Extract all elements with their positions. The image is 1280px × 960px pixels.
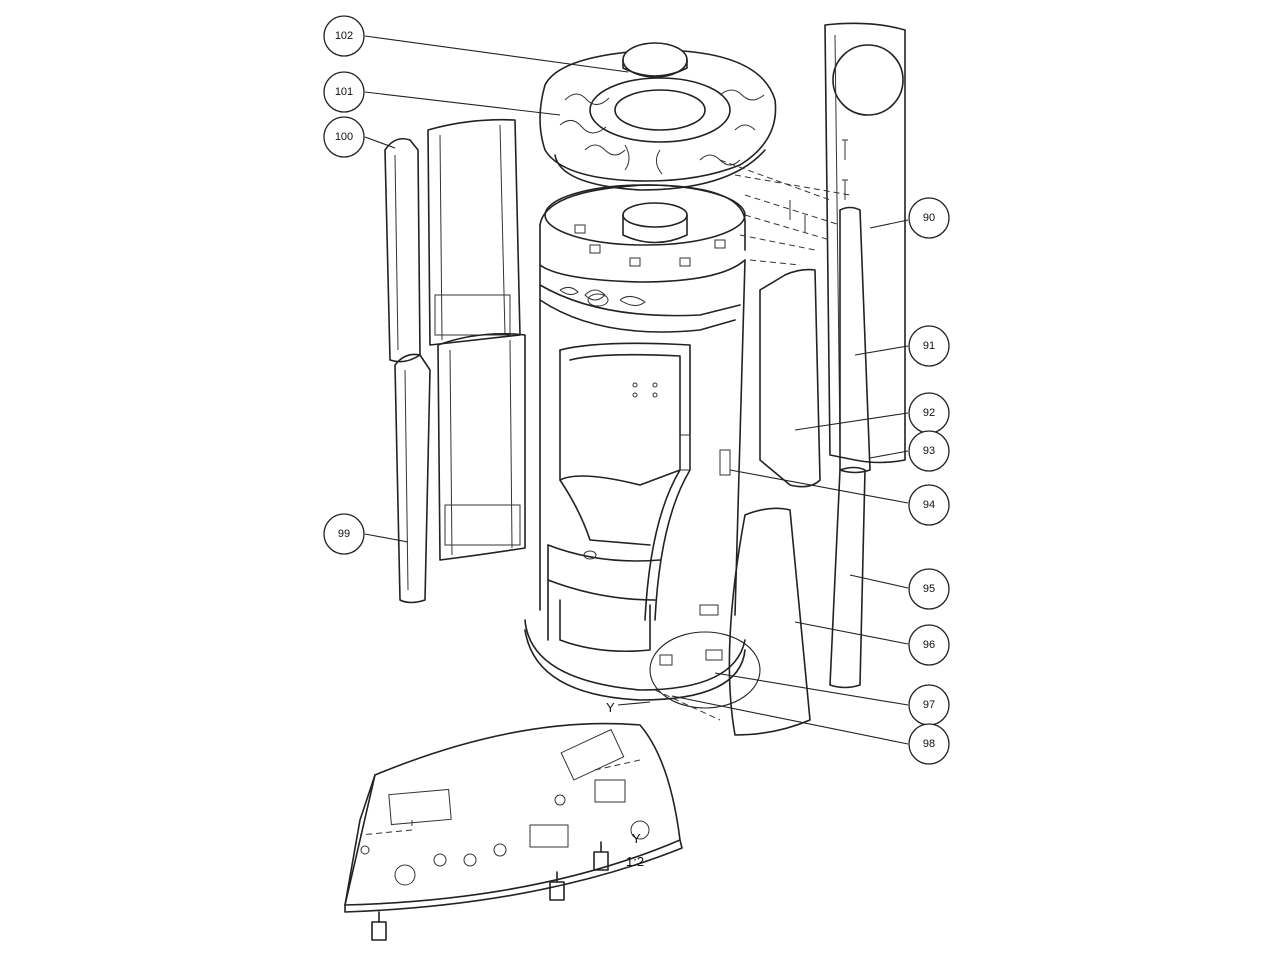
detail-marker-label: Y [606, 700, 615, 715]
assembly-dashed-lines [654, 159, 851, 721]
callout-leaders [364, 35, 909, 745]
detail-y-circle [617, 631, 761, 709]
left-inner-panel-top [427, 118, 521, 346]
right-lower-strip [829, 466, 866, 689]
detail-view-label: Y [632, 831, 641, 846]
callout-label: 100 [335, 131, 353, 143]
left-inner-panel-bottom [437, 332, 526, 561]
right-side-strip [839, 206, 871, 474]
left-outer-panel-bottom [394, 353, 431, 604]
callout-100: 100 [323, 116, 365, 158]
right-rear-panel [824, 22, 906, 464]
top-cover-plate [539, 49, 777, 191]
callout-102: 102 [323, 15, 365, 57]
screws [789, 139, 848, 232]
right-front-panel [728, 507, 811, 736]
callout-97: 97 [908, 684, 950, 726]
callout-label: 96 [923, 639, 935, 651]
door-hinge [679, 434, 731, 476]
right-middle-panel [759, 268, 821, 488]
callout-label: 102 [335, 30, 353, 42]
callout-92: 92 [908, 392, 950, 434]
callout-101: 101 [323, 71, 365, 113]
callout-label: 92 [923, 407, 935, 419]
callout-98: 98 [908, 723, 950, 765]
callout-91: 91 [908, 325, 950, 367]
stove-body [524, 184, 746, 701]
callout-label: 97 [923, 699, 935, 711]
callout-label: 90 [923, 212, 935, 224]
callout-label: 99 [338, 528, 350, 540]
callout-90: 90 [908, 197, 950, 239]
callout-99: 99 [323, 513, 365, 555]
callout-96: 96 [908, 624, 950, 666]
callout-label: 94 [923, 499, 935, 511]
callout-94: 94 [908, 484, 950, 526]
callout-label: 93 [923, 445, 935, 457]
adjustable-feet [371, 841, 609, 941]
detail-scale-label: 1:2 [626, 854, 644, 869]
top-lid [622, 42, 688, 78]
callout-label: 101 [335, 86, 353, 98]
base-plate-detail [344, 722, 683, 913]
callout-label: 95 [923, 583, 935, 595]
left-outer-panel-top [384, 137, 421, 363]
callout-label: 91 [923, 340, 935, 352]
callout-93: 93 [908, 430, 950, 472]
callout-label: 98 [923, 738, 935, 750]
callout-95: 95 [908, 568, 950, 610]
